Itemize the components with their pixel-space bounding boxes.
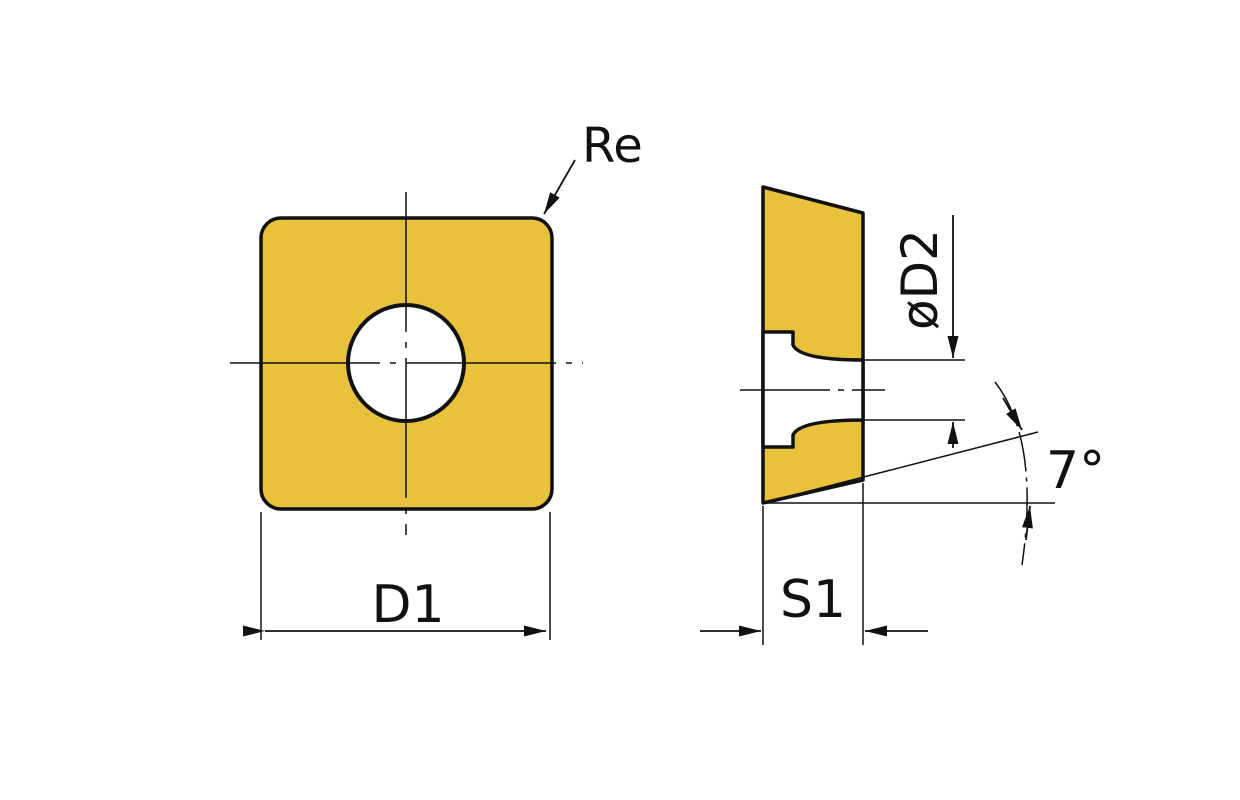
angle-arc xyxy=(994,381,1028,566)
d2-label: øD2 xyxy=(891,229,949,330)
angle-arrow-bottom xyxy=(1021,505,1033,541)
angle-slope-line xyxy=(762,431,1039,504)
angle-arrow-top xyxy=(1002,397,1023,431)
d1-label: D1 xyxy=(371,575,444,635)
top-view: Re D1 xyxy=(230,118,643,640)
re-leader xyxy=(543,159,576,215)
re-label: Re xyxy=(582,118,643,174)
angle-label: 7° xyxy=(1046,441,1105,501)
side-view: øD2 7° S1 xyxy=(700,185,1105,645)
s1-label: S1 xyxy=(780,570,846,630)
